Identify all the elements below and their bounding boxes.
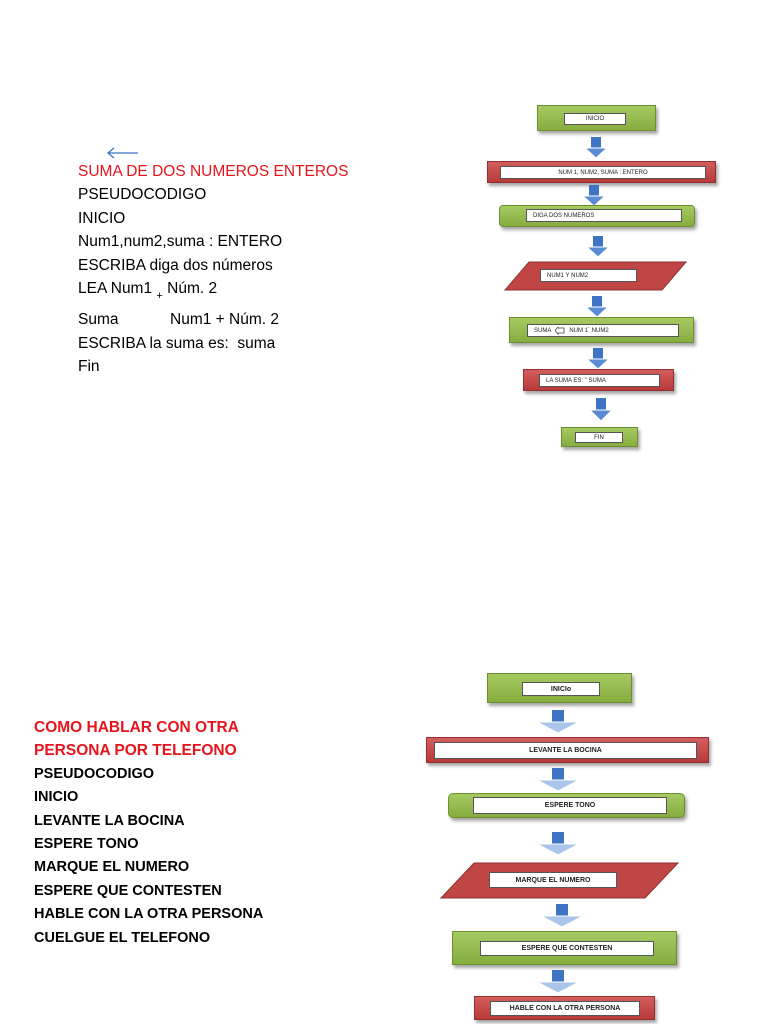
down-arrow-icon	[586, 296, 608, 318]
pseudo-line: INICIO	[78, 209, 126, 227]
lea-prefix: LEA Num1	[78, 280, 153, 298]
pseudo-line: CUELGUE EL TELEFONO	[34, 929, 211, 946]
pseudo-line: ESCRIBA la suma es: suma	[78, 334, 276, 352]
flow-diga: DIGA DOS NUMEROS	[499, 205, 695, 227]
flow2-hable-label: HABLE CON LA OTRA PERSONA	[490, 1001, 640, 1016]
flow-start-label: INICIO	[564, 113, 626, 125]
flow2-bocina-label: LEVANTE LA BOCINA	[434, 742, 697, 759]
pseudo-line: Num1,num2,suma : ENTERO	[78, 233, 283, 251]
lea-sub: +	[156, 290, 163, 303]
flow2-hable: HABLE CON LA OTRA PERSONA	[474, 996, 655, 1020]
lea-suffix: Núm. 2	[162, 280, 218, 298]
pseudocode-phone: COMO HABLAR CON OTRA PERSONA POR TELEFON…	[34, 716, 263, 950]
down-arrow-icon	[537, 768, 579, 792]
pseudo-line: ESPERE TONO	[34, 836, 139, 853]
pseudo-line: PSEUDOCODIGO	[34, 765, 155, 782]
pseudo-line: LEVANTE LA BOCINA	[34, 812, 185, 829]
flow-assign-box: SUMA NUM 1´ NUM2	[527, 324, 679, 337]
phone-title-line1: COMO HABLAR CON OTRA	[34, 719, 239, 736]
flow2-start: INICIo	[487, 673, 632, 703]
suma-left: Suma	[78, 311, 119, 329]
flow2-marque-label: MARQUE EL NUMERO	[489, 872, 617, 888]
flow-assign-right: NUM 1´ NUM2	[569, 327, 609, 334]
pseudo-line: ESPERE QUE CONTESTEN	[34, 882, 222, 899]
flow2-start-label: INICIo	[522, 682, 600, 696]
flow-read: NUM1 Y NUM2	[503, 261, 688, 291]
pseudo-line-lea: LEA Num1 + Núm. 2	[78, 277, 348, 308]
flow-print-label: LA SUMA ES: " SUMA	[539, 374, 660, 387]
pseudo-line-suma: Suma Num1 + Núm. 2	[78, 308, 348, 331]
flow-end: FIN	[561, 427, 638, 447]
down-arrow-icon	[585, 137, 607, 159]
pseudo-line: MARQUE EL NUMERO	[34, 859, 190, 876]
flow2-contesten-label: ESPERE QUE CONTESTEN	[480, 941, 654, 956]
suma-right: Num1 + Núm. 2	[170, 311, 279, 329]
flow2-marque: MARQUE EL NUMERO	[439, 862, 680, 899]
assign-arrow-icon	[555, 326, 565, 335]
flow-diga-label: DIGA DOS NUMEROS	[526, 209, 682, 222]
pseudocode-sum: SUMA DE DOS NUMEROS ENTEROS PSEUDOCODIGO…	[78, 160, 348, 379]
left-arrow-icon	[106, 147, 138, 159]
down-arrow-icon	[541, 904, 583, 928]
down-arrow-icon	[590, 398, 612, 422]
flow-declare: NUM 1, NUM2, SUMA : ENTERO	[487, 161, 716, 183]
down-arrow-icon	[537, 970, 579, 994]
flow-read-label: NUM1 Y NUM2	[540, 269, 637, 282]
flow2-bocina: LEVANTE LA BOCINA	[426, 737, 709, 763]
flow-start: INICIO	[537, 105, 656, 131]
flow-assign: SUMA NUM 1´ NUM2	[509, 317, 694, 343]
flow-end-label: FIN	[575, 432, 623, 443]
flow2-contesten: ESPERE QUE CONTESTEN	[452, 931, 677, 965]
down-arrow-icon	[537, 710, 579, 734]
down-arrow-icon	[537, 832, 579, 856]
pseudo-line: HABLE CON LA OTRA PERSONA	[34, 906, 264, 923]
flow2-tono: ESPERE TONO	[448, 793, 685, 818]
down-arrow-icon	[587, 348, 609, 370]
flow-declare-label: NUM 1, NUM2, SUMA : ENTERO	[500, 166, 706, 179]
flow2-tono-label: ESPERE TONO	[473, 797, 667, 814]
phone-title-line2: PERSONA POR TELEFONO	[34, 742, 237, 760]
pseudo-line: INICIO	[34, 789, 79, 806]
down-arrow-icon	[583, 185, 605, 207]
flow-print: LA SUMA ES: " SUMA	[523, 369, 674, 391]
pseudo-line: Fin	[78, 358, 100, 376]
pseudo-line: PSEUDOCODIGO	[78, 186, 207, 204]
flow-assign-left: SUMA	[534, 327, 552, 334]
sum-title: SUMA DE DOS NUMEROS ENTEROS	[78, 163, 349, 180]
pseudo-line: ESCRIBA diga dos números	[78, 256, 273, 274]
down-arrow-icon	[587, 236, 609, 258]
